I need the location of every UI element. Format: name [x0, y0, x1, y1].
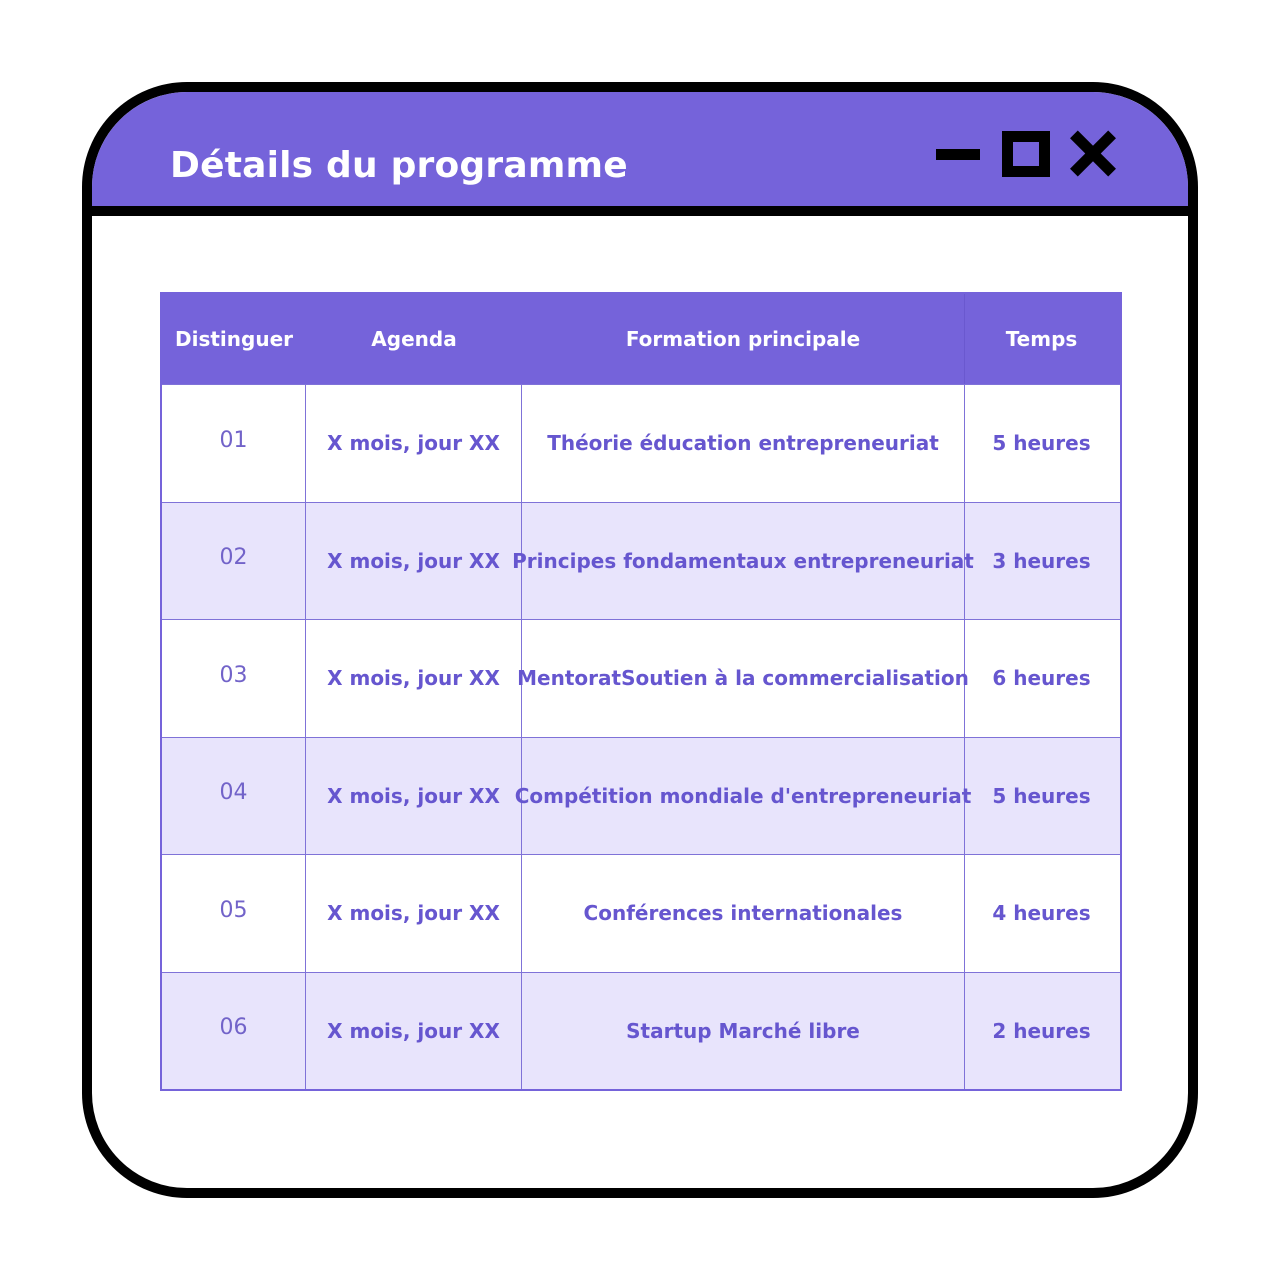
row-agenda: X mois, jour XX: [306, 620, 522, 737]
program-window: Détails du programme Distinguer Agenda F…: [82, 82, 1198, 1198]
header-formation: Formation principale: [522, 294, 965, 384]
header-agenda: Agenda: [371, 327, 457, 351]
table-row: 06 X mois, jour XX Startup Marché libre …: [162, 971, 1120, 1089]
table-row: 04 X mois, jour XX Compétition mondiale …: [162, 736, 1120, 854]
row-agenda: X mois, jour XX: [306, 972, 522, 1089]
window-title: Détails du programme: [170, 145, 628, 186]
row-agenda: X mois, jour XX: [306, 855, 522, 972]
row-temps: 6 heures: [992, 666, 1091, 691]
table-row: 02 X mois, jour XX Principes fondamentau…: [162, 501, 1120, 619]
maximize-icon[interactable]: [1002, 131, 1050, 177]
table-row: 05 X mois, jour XX Conférences internati…: [162, 854, 1120, 972]
header-distinguer: Distinguer: [175, 327, 293, 351]
row-formation: MentoratSoutien à la commercialisation: [517, 620, 969, 737]
close-icon[interactable]: [1070, 131, 1116, 177]
program-table: Distinguer Agenda Formation principale T…: [160, 292, 1122, 1091]
table-row: 01 X mois, jour XX Théorie éducation ent…: [162, 384, 1120, 502]
minimize-icon[interactable]: [936, 132, 982, 176]
title-bar[interactable]: Détails du programme: [92, 92, 1188, 216]
row-id: 03: [162, 620, 306, 737]
row-temps: 2 heures: [992, 1018, 1091, 1043]
row-temps: 5 heures: [992, 431, 1091, 456]
row-formation: Compétition mondiale d'entrepreneuriat: [515, 737, 971, 854]
table-header: Distinguer Agenda Formation principale T…: [162, 294, 1120, 384]
row-id: 01: [162, 385, 306, 502]
row-temps: 5 heures: [992, 783, 1091, 808]
row-id: 06: [162, 972, 306, 1089]
row-agenda: X mois, jour XX: [306, 385, 522, 502]
table-row: 03 X mois, jour XX MentoratSoutien à la …: [162, 619, 1120, 737]
row-agenda: X mois, jour XX: [306, 737, 522, 854]
row-agenda: X mois, jour XX: [306, 502, 522, 619]
row-id: 05: [162, 855, 306, 972]
row-formation: Théorie éducation entrepreneuriat: [522, 385, 965, 502]
row-formation: Principes fondamentaux entrepreneuriat: [512, 502, 974, 619]
row-temps: 4 heures: [992, 901, 1091, 926]
row-id: 02: [162, 502, 306, 619]
window-controls: [936, 131, 1116, 177]
row-id: 04: [162, 737, 306, 854]
header-temps: Temps: [1005, 327, 1078, 351]
row-formation: Startup Marché libre: [522, 972, 965, 1089]
row-formation: Conférences internationales: [522, 855, 965, 972]
row-temps: 3 heures: [992, 548, 1091, 573]
